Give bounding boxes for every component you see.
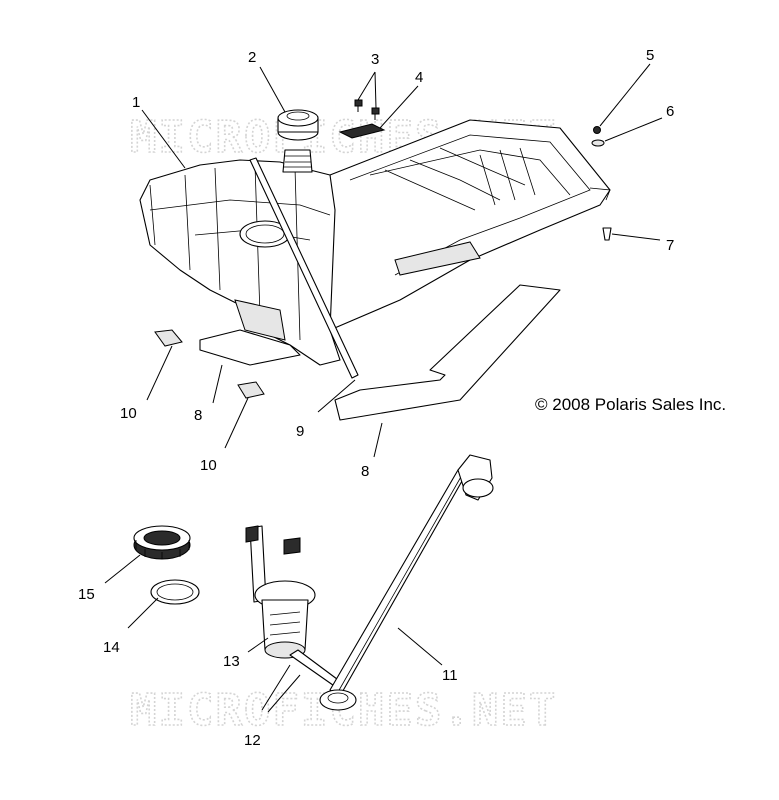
vent-hose [249, 157, 359, 379]
callout-2: 2 [248, 49, 256, 66]
bumper-upper [154, 329, 183, 347]
fuel-pump [245, 525, 346, 691]
callout-12: 12 [244, 732, 261, 749]
callout-10a: 10 [120, 405, 137, 422]
copyright-notice: © 2008 Polaris Sales Inc. [535, 395, 726, 414]
callout-6: 6 [666, 103, 674, 120]
callout-13: 13 [223, 653, 240, 670]
washer [591, 139, 605, 147]
lock-ring [133, 525, 191, 560]
gasket [150, 579, 200, 605]
nut [593, 126, 601, 134]
pad-left [199, 329, 301, 366]
callouts: 1 2 3 4 5 6 7 8 8 9 10 10 11 12 13 14 15 [78, 47, 674, 749]
bumper-lower [237, 381, 265, 399]
callout-8a: 8 [194, 407, 202, 424]
screws [354, 99, 380, 120]
screw [602, 227, 612, 241]
bracket [338, 123, 386, 139]
callout-4: 4 [415, 69, 423, 86]
callout-14: 14 [103, 639, 120, 656]
fuel-sender [319, 454, 494, 711]
gas-cap [277, 109, 319, 141]
pad-right [334, 284, 561, 421]
callout-9: 9 [296, 423, 304, 440]
callout-15: 15 [78, 586, 95, 603]
fuel-tank [139, 149, 341, 366]
callout-10b: 10 [200, 457, 217, 474]
callout-3: 3 [371, 51, 379, 68]
seat-frame [329, 119, 611, 331]
callout-11: 11 [442, 667, 458, 684]
callout-8b: 8 [361, 463, 369, 480]
callout-1: 1 [132, 94, 140, 111]
leader-lines [104, 63, 663, 713]
callout-5: 5 [646, 47, 654, 64]
callout-7: 7 [666, 237, 674, 254]
